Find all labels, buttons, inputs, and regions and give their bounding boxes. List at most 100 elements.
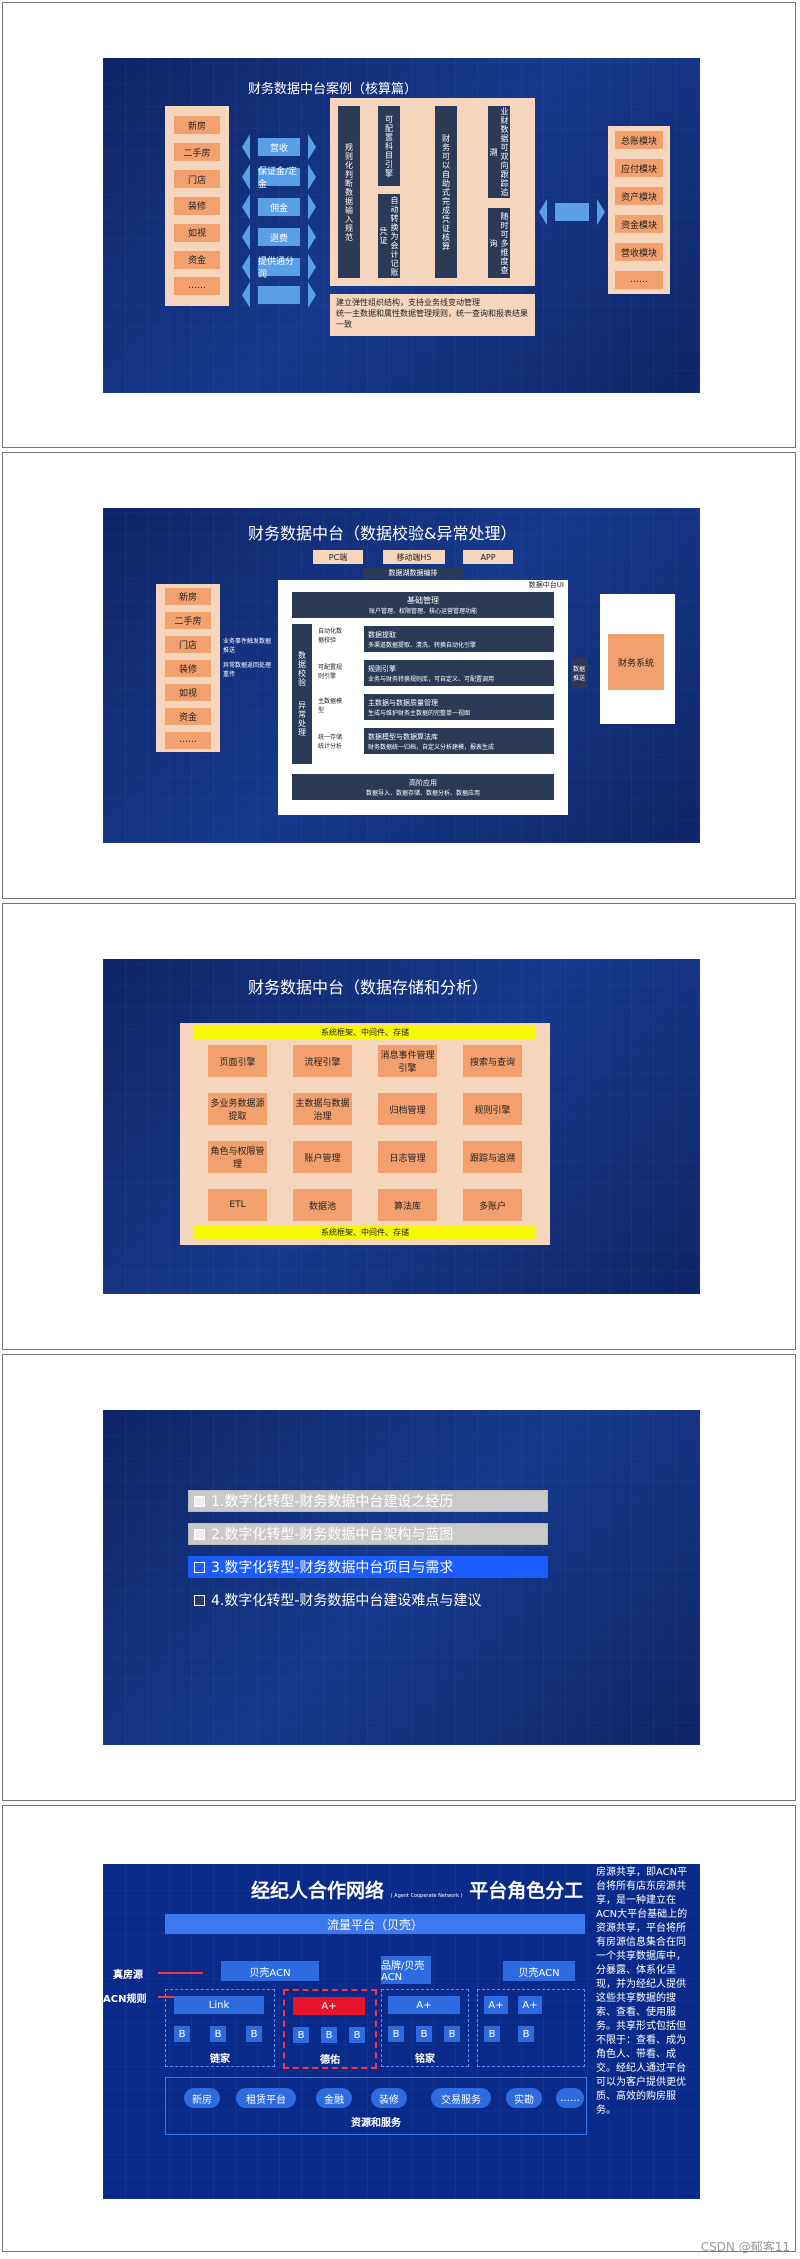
traffic-platform: 流量平台（贝壳） <box>165 1914 585 1934</box>
resource-item: 租赁平台 <box>236 2088 296 2108</box>
b-box: B <box>174 2026 190 2042</box>
validation-column: 数据校验 异常处理 <box>292 624 312 764</box>
layer-title: 主数据与数据质量管理 <box>368 698 438 707</box>
module-item: 应付模块 <box>615 159 663 177</box>
channel: APP <box>463 550 513 564</box>
module-panel: 总账模块 应付模块 资产模块 资金模块 营收模块 …… <box>608 126 670 294</box>
left-note: 业务事件触发数据推送 <box>223 638 272 654</box>
page-4: 1.数字化转型-财务数据中台建设之经历 2.数字化转型-财务数据中台架构与蓝图 … <box>2 1354 796 1801</box>
acn-box: 贝壳ACN <box>503 1961 575 1981</box>
layer-desc: 财务数据统一归档，自定义分析建模，报表生成 <box>368 743 495 751</box>
title-sub: ( Agent Cooperate Network ) <box>390 1893 463 1899</box>
slide-storage: 财务数据中台（数据存储和分析） 系统框架、中间件、存储 系统框架、中间件、存储 … <box>103 959 700 1294</box>
brand-name: 德佑 <box>320 2055 340 2066</box>
b-box: B <box>210 2026 226 2042</box>
layer-title: 数据模型与数据算法库 <box>368 732 438 741</box>
center-col: 业财数据可双向跟踪追溯 <box>488 106 510 198</box>
agenda-label: 2.数字化转型-财务数据中台架构与蓝图 <box>211 1527 454 1543</box>
capability-cell: 账户管理 <box>293 1141 352 1173</box>
push-label: 数据推送 <box>571 658 587 688</box>
title-part-b: 平台角色分工 <box>469 1880 584 1902</box>
slide2-title: 财务数据中台（数据校验&异常处理） <box>248 524 517 543</box>
capability-cell: 算法库 <box>378 1189 437 1221</box>
brand-group: A+ A+ B B <box>477 1989 585 2067</box>
bullet-icon <box>194 1594 205 1606</box>
flow-arrow: 保证金/定金 <box>242 164 316 190</box>
watermark: CSDN @郁客11 <box>700 2240 790 2254</box>
capability-cell: 多账户 <box>463 1189 522 1221</box>
module-item: 资金模块 <box>615 215 663 233</box>
resources-panel: 新房 租赁平台 金融 装修 交易服务 实勘 …… 资源和服务 <box>165 2077 587 2135</box>
resource-item: 新房 <box>184 2088 220 2108</box>
layer-desc: 账户管理、权限管理、核心运营管理功能 <box>368 608 477 615</box>
flow-arrow <box>242 282 316 308</box>
channel: PC端 <box>313 550 363 564</box>
capability-cell: 角色与权限管理 <box>208 1141 267 1173</box>
agenda-item-3[interactable]: 3.数字化转型-财务数据中台项目与需求 <box>188 1556 548 1578</box>
resource-item: …… <box>556 2088 584 2108</box>
bidirectional-arrow <box>539 199 605 225</box>
capability-cell: 归档管理 <box>378 1093 437 1125</box>
aplus-box: A+ <box>293 1997 365 2015</box>
source-item: 门店 <box>165 635 211 653</box>
acn-box: 贝壳ACN <box>221 1961 319 1981</box>
layer-desc: 多渠道数据提取、清洗、转换自动化引擎 <box>368 641 477 649</box>
layer-base: 基础管理 账户管理、权限管理、核心运营管理功能 <box>292 592 554 618</box>
resource-item: 实勘 <box>506 2088 542 2108</box>
flow-arrow: 退费 <box>242 224 316 250</box>
source-item: 二手房 <box>165 611 211 629</box>
slide-validation: 财务数据中台（数据校验&异常处理） PC端 移动端H5 APP 数据湖数据编排 … <box>103 508 700 843</box>
layer-title: 数据提取 <box>368 630 396 639</box>
agenda-item-2[interactable]: 2.数字化转型-财务数据中台架构与蓝图 <box>188 1523 548 1545</box>
center-col: 可配置科目引擎 <box>378 106 400 186</box>
brand-name: 铭家 <box>415 2054 435 2065</box>
agenda-item-1[interactable]: 1.数字化转型-财务数据中台建设之经历 <box>188 1490 548 1512</box>
bottom-bar: 系统框架、中间件、存储 <box>194 1226 536 1239</box>
center-col: 规则化判断数据输入规范 <box>338 106 360 278</box>
module-item: …… <box>615 271 663 289</box>
capability-grid: 页面引擎 流程引擎 消息事件管理引擎 搜索与查询 多业务数据源提取 主数据与数据… <box>194 1045 536 1221</box>
layer-desc: 数据导入、数据存储、数据分析、数据应用 <box>365 789 480 797</box>
layer-title: 规则引擎 <box>368 664 396 673</box>
layer-masterdata: 主数据与数据质量管理 生成与维护财务主数据的完整单一视图 <box>364 694 554 720</box>
b-box: B <box>349 2027 365 2043</box>
b-box: B <box>388 2026 404 2042</box>
source-item: 二手房 <box>174 143 220 162</box>
capability-cell: 跟踪与追溯 <box>463 1141 522 1173</box>
agenda-label: 1.数字化转型-财务数据中台建设之经历 <box>211 1494 454 1510</box>
capability-cell: 主数据与数据治理 <box>293 1093 352 1125</box>
layer-models: 数据模型与数据算法库 财务数据统一归档，自定义分析建模，报表生成 <box>364 728 554 754</box>
validation-label: 数据校验 <box>297 651 307 687</box>
target-panel: 财务系统 <box>600 594 675 724</box>
source-item: 装修 <box>165 659 211 677</box>
slide1-title: 财务数据中台案例（核算篇） <box>248 82 418 97</box>
side-label: 统一存储统计分析 <box>318 734 343 750</box>
b-box: B <box>321 2027 337 2043</box>
aplus-box: A+ <box>484 1996 508 2014</box>
center-panel: 规则化判断数据输入规范 可配置科目引擎 自动转换为会计记账凭证 财务可以自助式完… <box>330 98 535 286</box>
notes-box: 建立弹性组织结构，支持业务线变动管理 统一主数据和属性数据管理规则，统一查询和报… <box>330 294 535 336</box>
resource-item: 交易服务 <box>431 2088 491 2108</box>
note-item: 统一主数据和属性数据管理规则，统一查询和报表结果一致 <box>336 309 528 329</box>
capability-cell: 页面引擎 <box>208 1045 267 1077</box>
bullet-icon <box>194 1528 205 1540</box>
finance-system: 财务系统 <box>608 634 664 690</box>
capability-cell: ETL <box>208 1189 267 1221</box>
title-part-a: 经纪人合作网络 <box>251 1880 385 1902</box>
left-note: 异常数据返回处理重传 <box>223 662 272 678</box>
b-box: B <box>416 2026 432 2042</box>
page-1: 财务数据中台案例（核算篇） 新房 二手房 门店 装修 如视 资金 …… 营收 保… <box>2 2 796 448</box>
resources-label: 资源和服务 <box>351 2118 401 2129</box>
source-panel: 新房 二手房 门店 装修 如视 资金 …… <box>165 106 229 306</box>
source-panel: 新房 二手房 门店 装修 如视 资金 …… <box>156 584 220 752</box>
capability-cell: 消息事件管理引擎 <box>378 1045 437 1077</box>
layer-desc: 生成与维护财务主数据的完整单一视图 <box>368 709 471 717</box>
slide-agenda: 1.数字化转型-财务数据中台建设之经历 2.数字化转型-财务数据中台架构与蓝图 … <box>103 1410 700 1745</box>
source-item: …… <box>174 277 220 296</box>
resource-item: 装修 <box>371 2088 407 2108</box>
agenda-item-4[interactable]: 4.数字化转型-财务数据中台建设难点与建议 <box>188 1589 548 1611</box>
layer-rules: 规则引擎 业务与财务转换规则库，可自定义、可配置调用 <box>364 660 554 686</box>
capability-cell: 搜索与查询 <box>463 1045 522 1077</box>
source-item: 门店 <box>174 170 220 189</box>
page-2: 财务数据中台（数据校验&异常处理） PC端 移动端H5 APP 数据湖数据编排 … <box>2 452 796 899</box>
